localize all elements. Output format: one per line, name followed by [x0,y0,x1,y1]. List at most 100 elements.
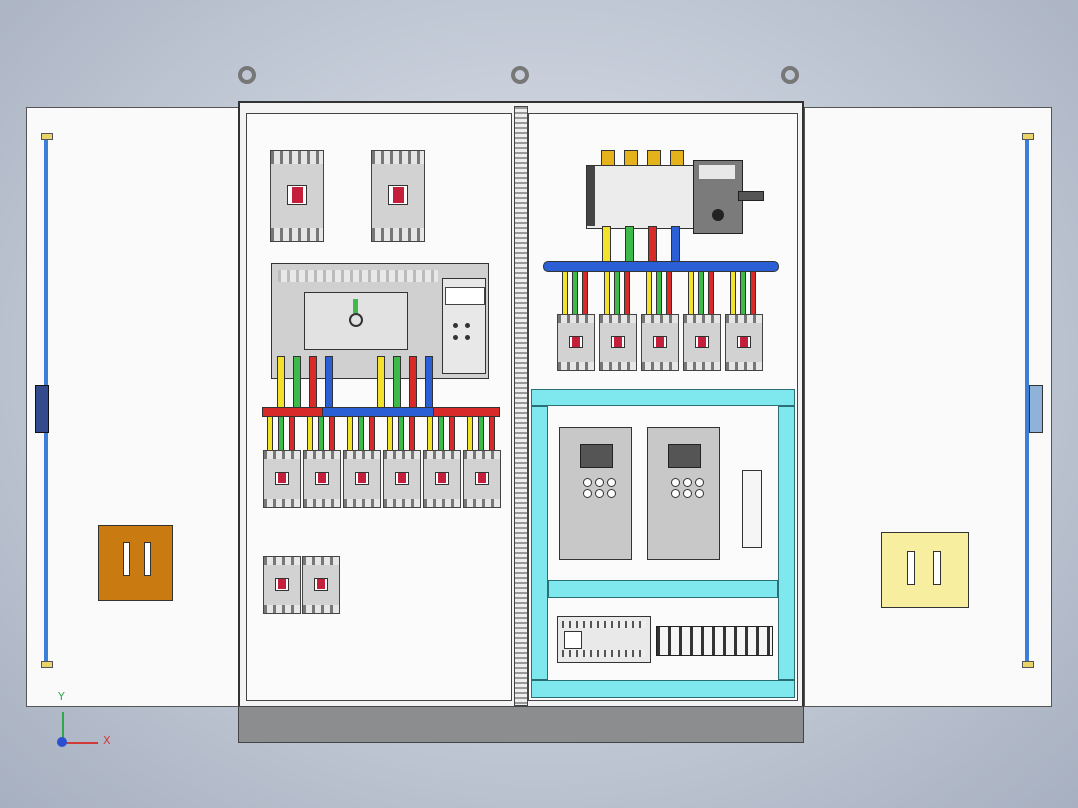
right-drop-1-y [562,271,568,315]
spare-breaker-2[interactable] [302,556,340,614]
riser-l2b [393,356,401,408]
isolator-switch-body[interactable] [586,165,694,229]
right-drop-3-r [666,271,672,315]
right-door-gasket-rod [1025,136,1029,666]
right-drop-1-r [582,271,588,315]
x-axis-label: X [103,734,111,747]
left-busbar-blue [322,407,434,417]
left-drop-6-y [467,416,473,452]
main-breaker-2[interactable] [371,150,425,242]
isolator-rotary-handle[interactable] [693,160,743,234]
right-drop-1-g [572,271,578,315]
isolator-handle-lever[interactable] [738,191,764,201]
left-outgoing-breaker-1[interactable] [263,450,301,508]
left-outgoing-breaker-2[interactable] [303,450,341,508]
left-drop-3-r [369,416,375,452]
vfd-drive-2[interactable] [647,427,720,560]
plc-module[interactable] [557,616,651,663]
right-drop-3-y [646,271,652,315]
left-outgoing-breaker-4[interactable] [383,450,421,508]
riser-l1 [277,356,285,408]
right-riser-n [671,226,680,264]
right-outgoing-breaker-1[interactable] [557,314,595,371]
x-axis-arrow [64,742,98,744]
cabinet-plinth [238,706,804,743]
right-door-rod-cap-bottom [1022,661,1034,668]
right-drop-4-r [708,271,714,315]
left-drop-1-y [267,416,273,452]
right-door-hinge-latch [1029,385,1043,433]
cable-tray-top [531,389,795,406]
right-drop-2-y [604,271,610,315]
lifting-eye-center [511,66,529,84]
vfd-drive-1[interactable] [559,427,632,560]
cable-tray-left [531,406,548,680]
left-drop-2-r [329,416,335,452]
right-outgoing-breaker-2[interactable] [599,314,637,371]
right-riser-l3 [648,226,657,264]
riser-n [325,356,333,408]
riser-l3 [309,356,317,408]
lifting-eye-left [238,66,256,84]
left-outgoing-breaker-3[interactable] [343,450,381,508]
ats-handle-window[interactable] [304,292,408,350]
riser-l3b [409,356,417,408]
riser-l1b [377,356,385,408]
left-drop-1-g [278,416,284,452]
cable-tray-bottom [531,680,795,698]
y-axis-arrow [62,712,64,744]
right-door-handle-plate[interactable] [881,532,969,608]
right-drop-5-r [750,271,756,315]
left-door-rod-cap-top [41,133,53,140]
main-breaker-1[interactable] [270,150,324,242]
left-door-rod-cap-bottom [41,661,53,668]
left-drop-6-g [478,416,484,452]
left-drop-6-r [489,416,495,452]
spare-breaker-1[interactable] [263,556,301,614]
left-drop-3-y [347,416,353,452]
left-drop-5-y [427,416,433,452]
right-door-rod-cap-top [1022,133,1034,140]
right-riser-l2 [625,226,634,264]
right-riser-l1 [602,226,611,264]
right-drop-4-y [688,271,694,315]
left-outgoing-breaker-5[interactable] [423,450,461,508]
left-drop-3-g [358,416,364,452]
right-mounting-plate[interactable] [528,113,798,701]
right-drop-5-y [730,271,736,315]
cable-tray-middle [548,580,778,598]
left-door[interactable] [26,107,240,707]
left-drop-2-g [318,416,324,452]
right-drop-3-g [656,271,662,315]
left-drop-2-y [307,416,313,452]
left-outgoing-breaker-6[interactable] [463,450,501,508]
lifting-eye-right [781,66,799,84]
right-outgoing-breaker-5[interactable] [725,314,763,371]
ats-knob [349,313,363,327]
riser-l2 [293,356,301,408]
left-drop-5-g [438,416,444,452]
axis-origin [57,737,67,747]
terminal-block-strip[interactable] [656,626,773,656]
right-door[interactable] [804,107,1052,707]
right-drop-2-g [614,271,620,315]
right-outgoing-breaker-3[interactable] [641,314,679,371]
right-drop-2-r [624,271,630,315]
riser-nb [425,356,433,408]
right-drop-4-g [698,271,704,315]
right-outgoing-breaker-4[interactable] [683,314,721,371]
cable-tray-right [778,406,795,680]
left-drop-1-r [289,416,295,452]
left-door-handle-plate[interactable] [98,525,173,601]
left-door-hinge-latch [35,385,49,433]
ats-control-panel[interactable] [442,278,486,374]
left-drop-4-r [409,416,415,452]
left-drop-4-g [398,416,404,452]
y-axis-label: Y [58,690,65,703]
right-drop-5-g [740,271,746,315]
left-drop-4-y [387,416,393,452]
left-drop-5-r [449,416,455,452]
ats-green-lever [353,299,358,313]
power-supply-module[interactable] [742,470,762,548]
